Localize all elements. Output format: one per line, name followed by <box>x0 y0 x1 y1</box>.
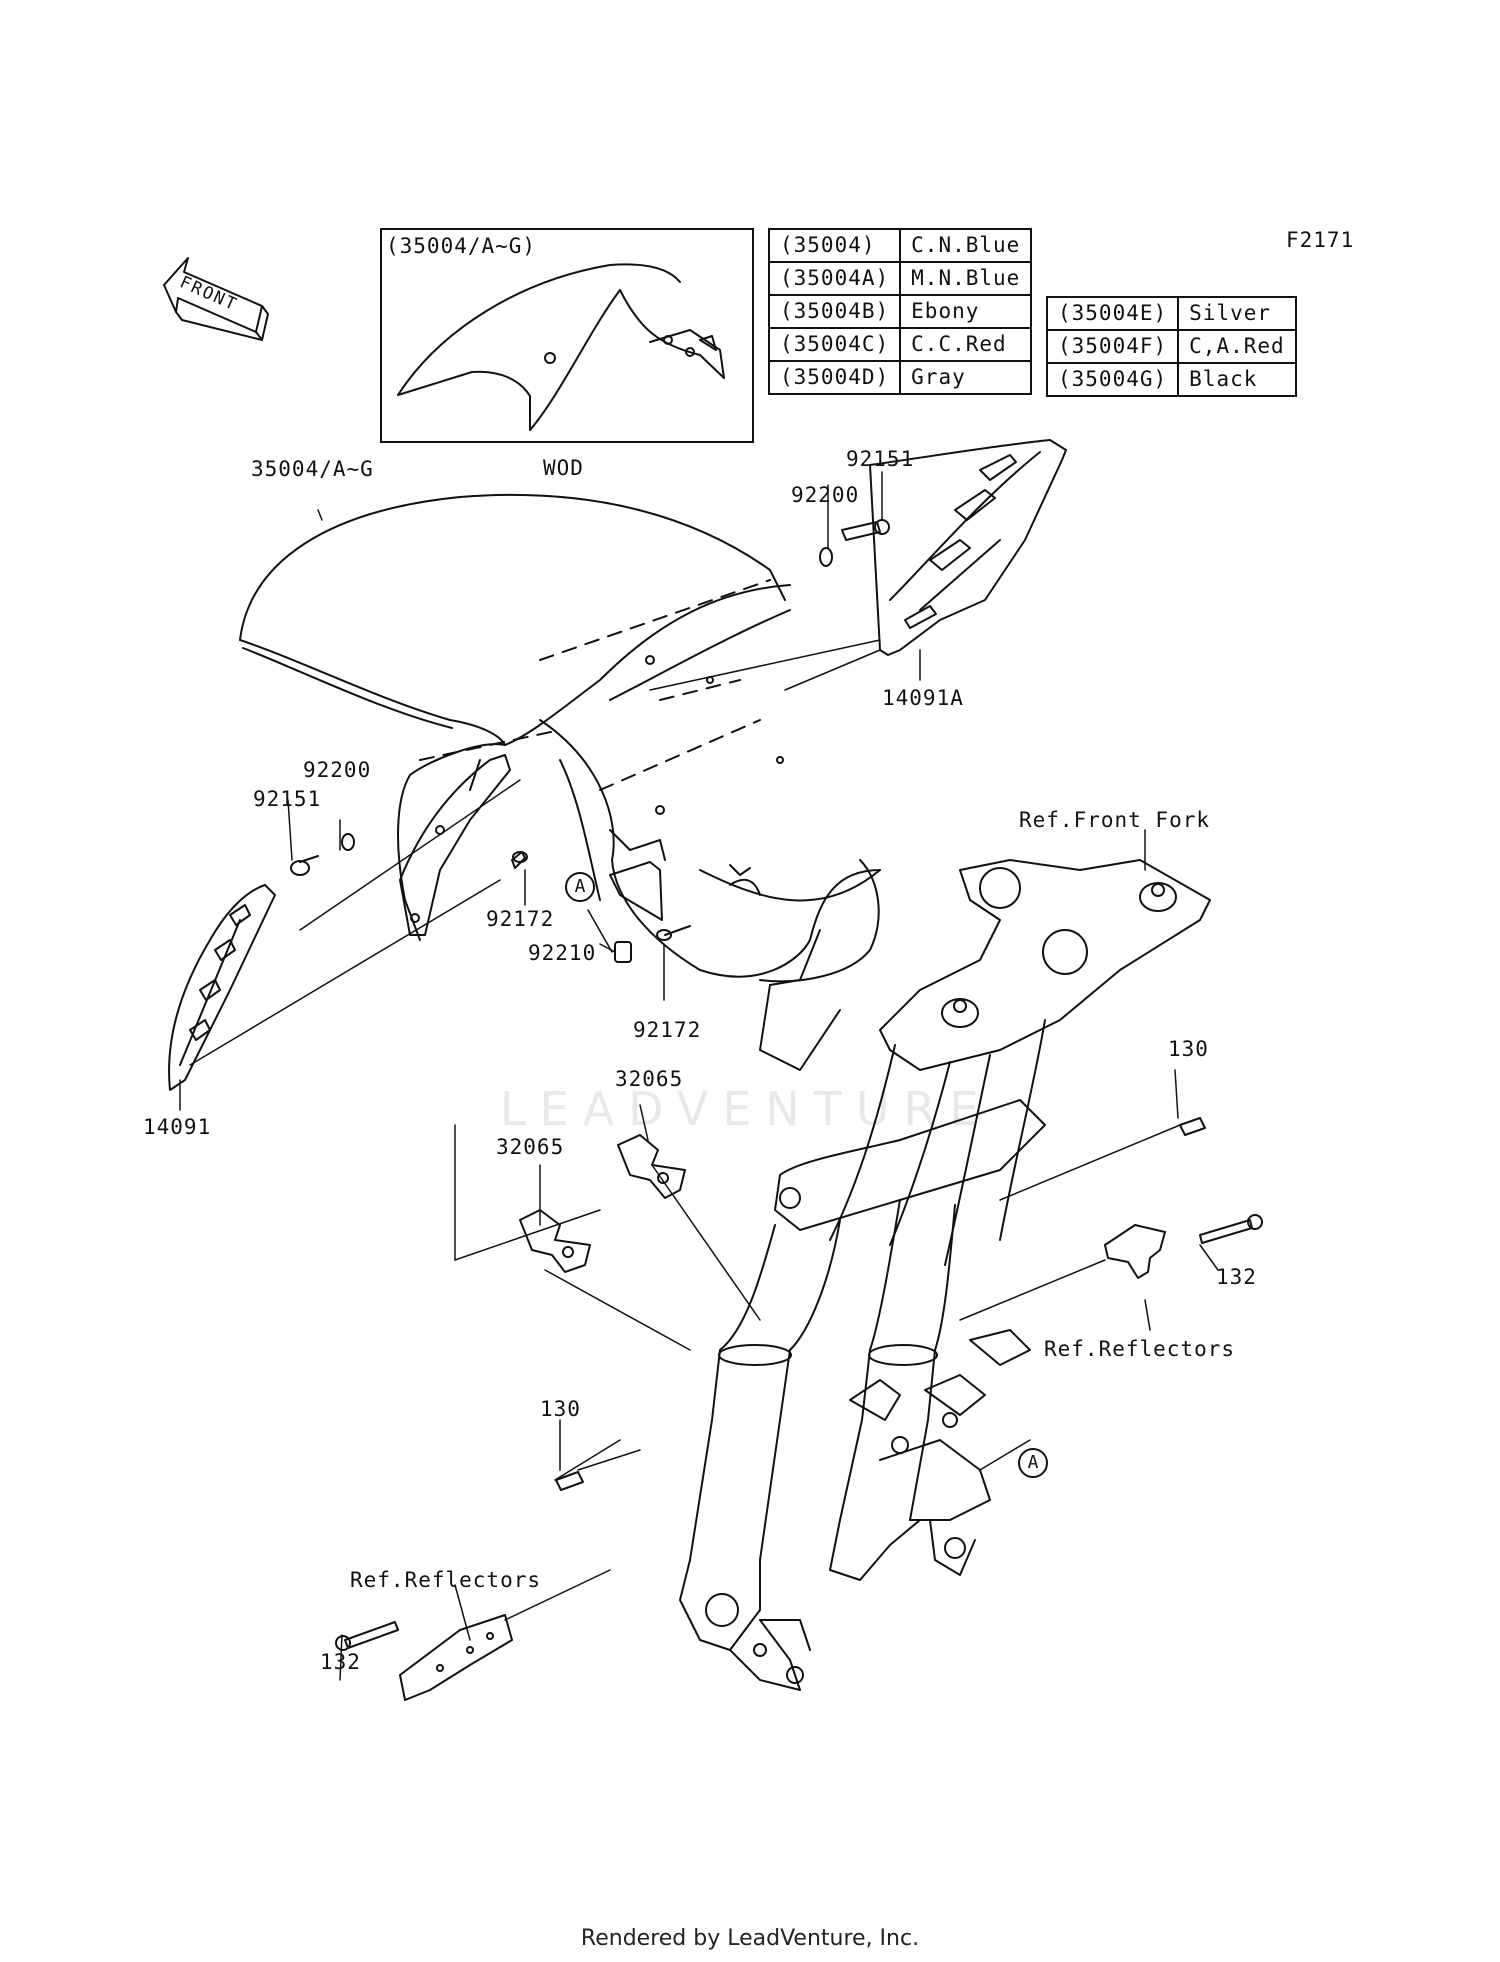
part-number-cell: (35004G) <box>1045 362 1180 397</box>
label-92151-left: 92151 <box>253 787 322 811</box>
label-14091a: 14091A <box>882 686 964 710</box>
reflector-brackets <box>399 1224 1166 1701</box>
table-row: (35004D)Gray <box>767 360 1033 395</box>
color-cell: C.N.Blue <box>899 228 1033 263</box>
footer-credit: Rendered by LeadVenture, Inc. <box>580 1926 920 1951</box>
label-ref-front-fork: Ref.Front Fork <box>1019 808 1211 832</box>
label-32065-right: 32065 <box>615 1067 684 1091</box>
table-row: (35004A)M.N.Blue <box>767 261 1033 296</box>
label-92200-right: 92200 <box>791 483 860 507</box>
label-130-left: 130 <box>540 1397 581 1421</box>
part-number-cell: (35004B) <box>767 294 902 329</box>
brake-hose-brackets <box>519 1134 686 1273</box>
part-number-cell: (35004F) <box>1045 329 1180 364</box>
part-number-cell: (35004C) <box>767 327 902 362</box>
part-number-cell: (35004D) <box>767 360 902 395</box>
label-fender: 35004/A~G <box>251 457 374 481</box>
part-number-cell: (35004E) <box>1045 296 1180 331</box>
label-92172-upper: 92172 <box>486 907 555 931</box>
color-cell: C,A.Red <box>1177 329 1297 364</box>
table-row: (35004)C.N.Blue <box>767 228 1033 263</box>
label-32065-left: 32065 <box>496 1135 565 1159</box>
table-row: (35004E)Silver <box>1045 296 1297 331</box>
diagram-code: F2171 <box>1286 228 1355 252</box>
label-92210: 92210 <box>528 941 597 965</box>
color-table-left: (35004)C.N.Blue (35004A)M.N.Blue (35004B… <box>767 228 1033 395</box>
label-92172-lower: 92172 <box>633 1018 702 1042</box>
label-ref-reflectors-left: Ref.Reflectors <box>350 1568 542 1592</box>
color-cell: M.N.Blue <box>899 261 1033 296</box>
front-arrow-icon <box>163 257 269 341</box>
color-cell: Silver <box>1177 296 1297 331</box>
inset-note: WOD <box>543 456 584 480</box>
color-cell: Ebony <box>899 294 1033 329</box>
front-fork <box>679 859 1211 1691</box>
callout-a-upper: A <box>565 872 595 902</box>
label-132-right: 132 <box>1216 1265 1257 1289</box>
label-132-left: 132 <box>320 1650 361 1674</box>
hardware <box>290 519 1263 1651</box>
table-row: (35004C)C.C.Red <box>767 327 1033 362</box>
side-cover-14091a <box>869 439 1067 656</box>
table-row: (35004G)Black <box>1045 362 1297 397</box>
side-cover-14091 <box>168 884 276 1091</box>
watermark: LEADVENTURE <box>500 1082 993 1136</box>
color-cell: Gray <box>899 360 1033 395</box>
label-92200-left: 92200 <box>303 758 372 782</box>
table-row: (35004B)Ebony <box>767 294 1033 329</box>
inset-box: (35004/A~G) <box>380 228 754 443</box>
color-cell: C.C.Red <box>899 327 1033 362</box>
label-ref-reflectors-right: Ref.Reflectors <box>1044 1337 1236 1361</box>
color-table-right: (35004E)Silver (35004F)C,A.Red (35004G)B… <box>1045 296 1297 397</box>
inset-title: (35004/A~G) <box>386 234 537 258</box>
fender-bracket-left <box>399 754 511 936</box>
label-130-right: 130 <box>1168 1037 1209 1061</box>
leader-lines <box>179 471 1219 1681</box>
part-number-cell: (35004A) <box>767 261 902 296</box>
label-92151-right: 92151 <box>846 447 915 471</box>
inset-fender-sketch <box>397 263 725 431</box>
label-14091: 14091 <box>143 1115 212 1139</box>
front-fender <box>239 493 881 1071</box>
callout-a-lower: A <box>1018 1448 1048 1478</box>
table-row: (35004F)C,A.Red <box>1045 329 1297 364</box>
part-number-cell: (35004) <box>767 228 902 263</box>
color-cell: Black <box>1177 362 1297 397</box>
